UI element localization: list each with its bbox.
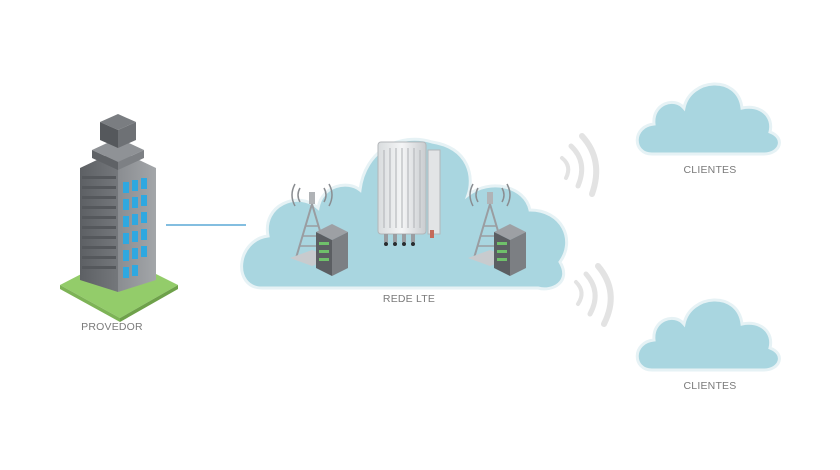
wireless-signal-icon-top (560, 133, 600, 197)
lte-network-label: REDE LTE (382, 293, 436, 305)
client-label-bottom: CLIENTES (683, 380, 737, 392)
client-cloud-icon-top (635, 82, 781, 156)
server-rack-icon (316, 224, 348, 276)
client-cloud-icon-bottom (635, 298, 781, 372)
server-rack-icon-right (494, 224, 526, 276)
lte-base-station-icon (377, 141, 441, 246)
client-label-top: CLIENTES (683, 164, 737, 176)
provider-label: PROVEDOR (81, 321, 143, 333)
provider-building-icon (60, 114, 178, 322)
wireless-signal-icon-bottom (574, 263, 614, 327)
